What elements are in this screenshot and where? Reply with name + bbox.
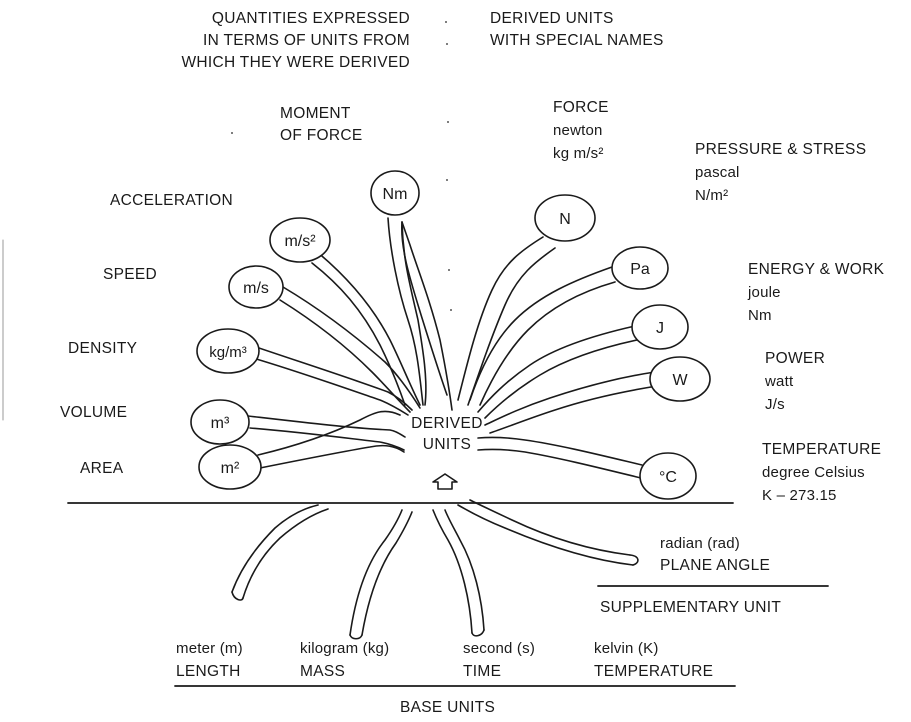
- power-unit: watt: [765, 373, 794, 390]
- label-power: POWER watt J/s: [765, 347, 825, 416]
- force-definition: kg m/s²: [553, 145, 604, 162]
- power-definition: J/s: [765, 396, 785, 413]
- branch-acceleration: [311, 262, 406, 406]
- trunk-label-line2: UNITS: [423, 436, 472, 453]
- base-unit-quantity: MASS: [300, 663, 346, 680]
- label-area: AREA: [80, 460, 124, 477]
- pressure-definition: N/m²: [695, 187, 729, 204]
- base-unit-length: meter (m) LENGTH: [176, 637, 243, 683]
- header-left-line: WHICH THEY WERE DERIVED: [181, 54, 410, 71]
- temperature-unit: degree Celsius: [762, 464, 865, 481]
- bubble-c-label: °C: [659, 469, 677, 486]
- bubble-c: [639, 452, 697, 500]
- branch-volume: [249, 427, 405, 451]
- up-arrow: [432, 473, 458, 490]
- moment-line: MOMENT: [280, 105, 351, 122]
- bubble-acc: [269, 217, 331, 263]
- temperature-definition: K – 273.15: [762, 487, 837, 504]
- trunk-label-line1: DERIVED: [411, 415, 483, 432]
- bubble-area: [198, 444, 262, 490]
- base-units-title: BASE UNITS: [400, 699, 496, 716]
- base-unit-mass: kilogram (kg) MASS: [300, 637, 389, 683]
- base-unit-quantity: TEMPERATURE: [594, 663, 714, 680]
- force-unit: newton: [553, 122, 603, 139]
- bubble-speed-label: m/s: [243, 280, 269, 297]
- header-left-line: QUANTITIES EXPRESSED: [211, 10, 410, 27]
- root-mass: [349, 509, 403, 636]
- bubble-w: [649, 356, 711, 402]
- bubble-acc-label: m/s²: [284, 233, 316, 250]
- label-density: DENSITY: [68, 340, 138, 357]
- bubble-n: [534, 194, 596, 242]
- branch-area: [257, 410, 401, 456]
- header-right-line: WITH SPECIAL NAMES: [490, 32, 664, 49]
- bubble-volume: [190, 399, 250, 445]
- bubble-nm-label: Nm: [383, 186, 408, 203]
- pressure-unit: pascal: [695, 164, 740, 181]
- energy-definition: Nm: [748, 307, 772, 324]
- trunk-right-edge: [401, 221, 453, 411]
- base-unit-name: kelvin (K): [594, 640, 659, 657]
- branch-nm: [387, 217, 424, 406]
- root-angle: [457, 504, 634, 566]
- header-left-line: IN TERMS OF UNITS FROM: [203, 32, 410, 49]
- supplementary-quantity: PLANE ANGLE: [660, 557, 771, 574]
- branch-density: [252, 357, 409, 416]
- base-unit-temperature: kelvin (K) TEMPERATURE: [594, 637, 713, 683]
- branch-speed: [279, 299, 411, 413]
- bubble-volume-label: m³: [211, 415, 230, 432]
- supplementary-unit: radian (rad): [660, 535, 740, 552]
- moment-line: OF FORCE: [280, 127, 363, 144]
- bubble-n-label: N: [559, 211, 571, 228]
- base-unit-name: kilogram (kg): [300, 640, 390, 657]
- branch-pa: [469, 266, 613, 401]
- root-time: [432, 509, 473, 634]
- bubble-pa-label: Pa: [630, 261, 650, 278]
- label-moment-of-force: MOMENT OF FORCE: [280, 103, 362, 147]
- base-unit-name: meter (m): [176, 640, 243, 657]
- energy-quantity: ENERGY & WORK: [748, 261, 885, 278]
- bubble-w-label: W: [672, 372, 688, 389]
- energy-unit: joule: [748, 284, 781, 301]
- bubble-speed: [228, 265, 284, 309]
- label-speed: SPEED: [103, 266, 158, 283]
- branch-w: [484, 371, 656, 426]
- bubble-j: [631, 304, 689, 350]
- branch-n: [457, 236, 544, 401]
- bubble-area-label: m²: [221, 460, 240, 477]
- branch-j: [477, 325, 636, 413]
- base-unit-quantity: TIME: [463, 663, 502, 680]
- bubble-density-label: kg/m³: [209, 344, 247, 361]
- base-unit-time: second (s) TIME: [463, 637, 535, 683]
- bubble-density: [196, 328, 260, 374]
- header-right: DERIVED UNITS WITH SPECIAL NAMES: [490, 8, 664, 52]
- header-left: QUANTITIES EXPRESSED IN TERMS OF UNITS F…: [110, 8, 410, 74]
- bubble-pa: [611, 246, 669, 290]
- branch-c: [477, 436, 643, 466]
- base-unit-quantity: LENGTH: [176, 663, 241, 680]
- label-pressure: PRESSURE & STRESS pascal N/m²: [695, 138, 866, 207]
- label-energy: ENERGY & WORK joule Nm: [748, 258, 884, 327]
- label-volume: VOLUME: [60, 404, 128, 421]
- bubble-nm: [370, 170, 420, 216]
- decorative-dots: [231, 21, 452, 311]
- force-quantity: FORCE: [553, 99, 609, 116]
- root-length: [231, 504, 319, 593]
- power-quantity: POWER: [765, 350, 826, 367]
- header-right-line: DERIVED UNITS: [490, 10, 614, 27]
- bubble-j-label: J: [656, 320, 664, 337]
- label-force: FORCE newton kg m/s²: [553, 96, 609, 165]
- base-unit-name: second (s): [463, 640, 536, 657]
- label-acceleration: ACCELERATION: [110, 192, 234, 209]
- supplementary-title: SUPPLEMENTARY UNIT: [600, 599, 782, 616]
- temperature-quantity: TEMPERATURE: [762, 441, 882, 458]
- pressure-quantity: PRESSURE & STRESS: [695, 141, 867, 158]
- label-temperature: TEMPERATURE degree Celsius K – 273.15: [762, 438, 881, 507]
